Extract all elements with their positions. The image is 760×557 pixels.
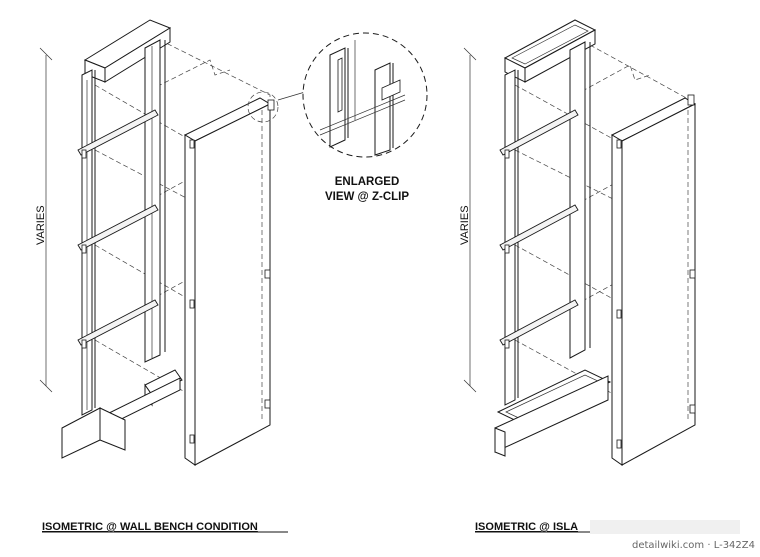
left-dimension-label: VARIES [35, 205, 47, 245]
right-rails [499, 109, 579, 346]
left-upright-rear [144, 39, 166, 363]
watermark-text: detailwiki.com · L-342Z4 [632, 540, 755, 551]
callout-label-line1: ENLARGED [335, 176, 400, 188]
left-rails [77, 109, 159, 346]
right-dimension-label: VARIES [459, 205, 471, 245]
left-isometric-assembly: VARIES [35, 19, 306, 466]
right-z-clips [504, 94, 696, 449]
right-upright-rear [569, 41, 591, 359]
enlarged-z-clip-detail [302, 32, 428, 158]
left-side-panel [183, 97, 272, 466]
right-isometric-assembly: VARIES [459, 19, 697, 466]
left-drawing-title: ISOMETRIC @ WALL BENCH CONDITION [42, 521, 258, 533]
left-dimension-line [39, 47, 53, 393]
right-island-base [494, 369, 612, 457]
right-drawing-title: ISOMETRIC @ ISLA [475, 521, 578, 533]
title-fade [590, 520, 740, 534]
right-side-panel [610, 97, 697, 466]
callout-label-line2: VIEW @ Z-CLIP [325, 191, 409, 203]
left-bench-base [61, 369, 183, 459]
left-z-clips [81, 99, 275, 444]
z-clip-callout-marker [247, 91, 279, 123]
right-dimension-line [463, 47, 477, 393]
left-top-header [83, 19, 172, 83]
